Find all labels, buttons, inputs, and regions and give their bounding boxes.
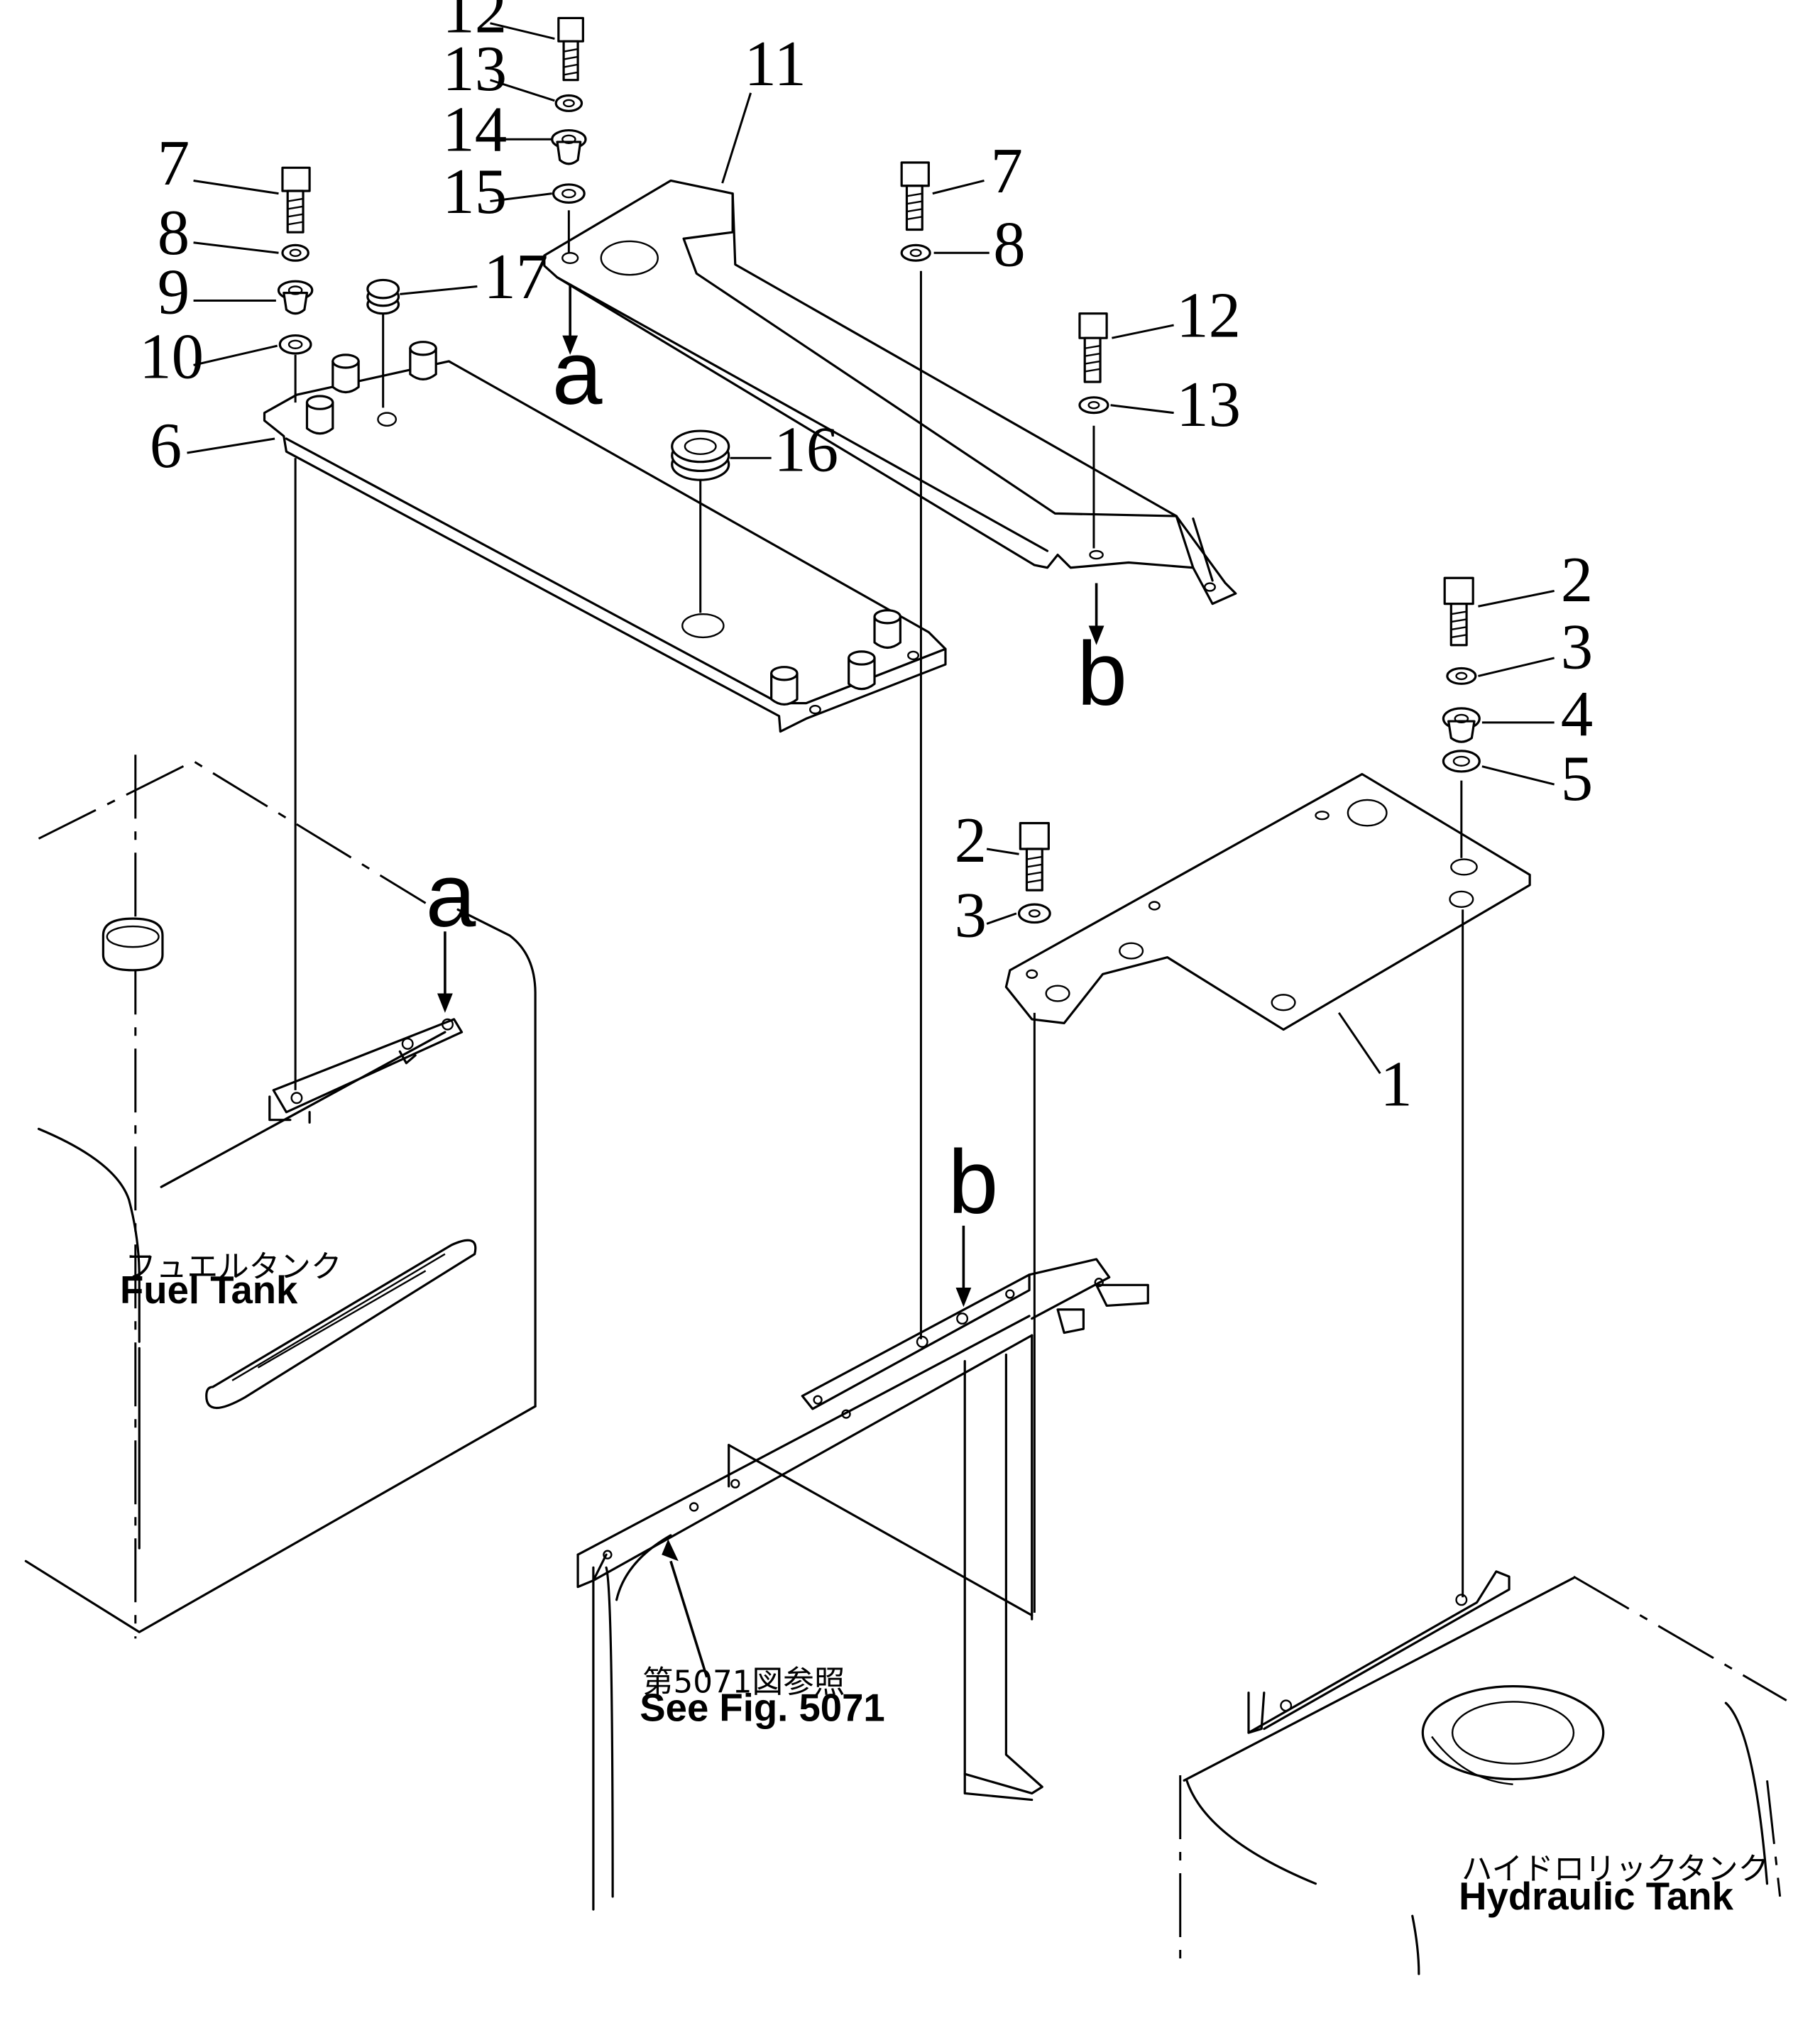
callout-6: 6 <box>150 410 182 481</box>
collar-9 <box>279 281 312 313</box>
washer-13-top <box>556 96 581 111</box>
leader-lines <box>187 23 1554 1074</box>
bolt-2-right <box>1445 578 1473 645</box>
washer-3-center <box>1019 904 1051 922</box>
washer-10 <box>280 336 311 353</box>
fuel-tank-caption: Fuel Tank <box>120 1268 298 1312</box>
see-fig-caption-jp: 第5071図参照 <box>642 1665 845 1701</box>
washer-15 <box>554 185 585 202</box>
bolt-12-top <box>559 18 583 80</box>
callout-16: 16 <box>774 413 838 485</box>
callout-8-left: 8 <box>158 197 190 268</box>
callout-3-center: 3 <box>955 879 987 951</box>
cover-11 <box>544 180 1236 603</box>
washer-3-right <box>1447 669 1476 684</box>
callout-2-center: 2 <box>955 804 987 876</box>
callout-numbers: 12 13 14 15 11 7 8 9 10 6 17 16 7 8 12 1… <box>139 0 1593 1120</box>
washer-5 <box>1443 751 1479 772</box>
fuel-tank-caption-jp: フュエルタンク <box>125 1249 341 1285</box>
hydraulic-tank <box>1180 1572 1787 1974</box>
callout-7-center: 7 <box>991 135 1023 207</box>
callout-10: 10 <box>139 321 204 393</box>
callout-5: 5 <box>1561 742 1593 814</box>
washer-8-center <box>901 245 930 261</box>
washer-13-right <box>1080 398 1108 413</box>
bolt-7-left <box>283 168 309 232</box>
ref-arrows <box>437 284 1104 1677</box>
ref-b-bottom: b <box>948 1131 999 1232</box>
callout-12-right: 12 <box>1176 279 1241 351</box>
ref-letters: a b a b <box>426 322 1127 1232</box>
callout-1: 1 <box>1380 1048 1412 1120</box>
callout-2-right: 2 <box>1561 544 1593 615</box>
bolt-12-right <box>1080 314 1107 382</box>
frame-bracket <box>578 1259 1148 1909</box>
hydraulic-tank-caption-jp: ハイドロリックタンク <box>1462 1852 1769 1887</box>
callout-4: 4 <box>1561 678 1593 750</box>
callout-12-top: 12 <box>442 0 507 46</box>
bolt-7-center <box>901 163 928 230</box>
captions: フュエルタンク Fuel Tank 第5071図参照 See Fig. 5071… <box>120 1249 1769 1918</box>
spacer-cylinders <box>307 342 900 705</box>
ref-a-bottom: a <box>426 845 476 945</box>
collar-14 <box>552 131 586 164</box>
see-fig-caption: See Fig. 5071 <box>640 1687 884 1730</box>
ref-a-top: a <box>552 322 603 423</box>
assembly-lines <box>295 210 1463 1613</box>
callout-13-top: 13 <box>442 33 507 104</box>
callout-14: 14 <box>442 94 507 165</box>
callout-8-center: 8 <box>993 208 1025 280</box>
hydraulic-tank-caption: Hydraulic Tank <box>1459 1875 1733 1918</box>
callout-3-right: 3 <box>1561 611 1593 683</box>
bolt-2-center <box>1020 823 1048 891</box>
washer-8-left <box>283 245 308 261</box>
grommet-16 <box>672 431 729 480</box>
callout-7-left: 7 <box>158 127 190 199</box>
callout-9: 9 <box>158 256 190 328</box>
ref-b-top: b <box>1077 623 1127 723</box>
collar-4 <box>1443 708 1479 742</box>
grommet-17 <box>368 280 399 313</box>
fuel-tank <box>26 755 535 1638</box>
plate-6 <box>265 280 945 731</box>
callout-17: 17 <box>483 241 548 312</box>
callout-13-right: 13 <box>1176 368 1241 440</box>
plate-1 <box>1006 774 1530 1030</box>
callout-11: 11 <box>744 28 806 99</box>
callout-15: 15 <box>442 155 507 227</box>
